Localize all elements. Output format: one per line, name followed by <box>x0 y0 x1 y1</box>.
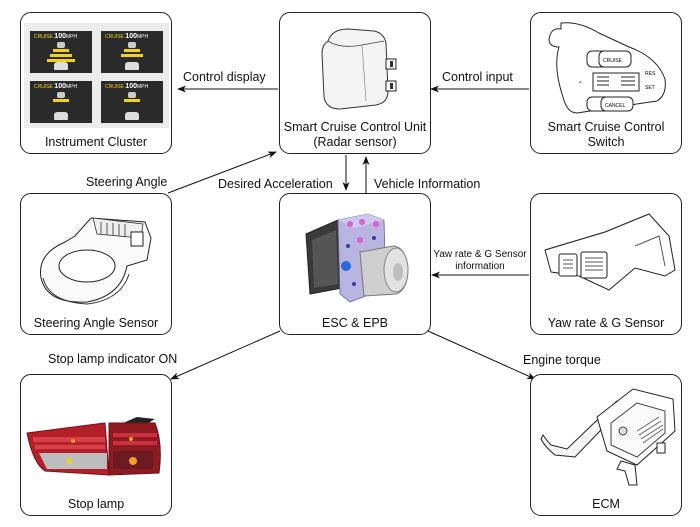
ecm-caption: ECM <box>592 497 620 511</box>
yaw-sensor-caption: Yaw rate & G Sensor <box>547 316 665 330</box>
distance-bar <box>47 59 75 62</box>
label-control-input: Control input <box>442 70 513 84</box>
distance-bar <box>53 49 69 52</box>
label-control-display: Control display <box>183 70 266 84</box>
stop-lamp-icon <box>26 417 161 476</box>
label-yaw-info-line1: Yaw rate & G Sensor <box>433 249 527 260</box>
instrument-cluster-image: CRUISE 100MPH CRUISE 100MPH CRUISE 100MPH C… <box>24 23 169 128</box>
instrument-cluster-caption: Instrument Cluster <box>44 135 148 149</box>
esc-epb-caption: ESC & EPB <box>322 316 388 330</box>
arrow-stop-lamp <box>170 330 281 380</box>
label-yaw-info: Yaw rate & G Sensor information <box>432 249 528 273</box>
distance-bar <box>124 49 140 52</box>
steering-angle-sensor-caption: Steering Angle Sensor <box>33 316 159 330</box>
arrow-engine-torque <box>427 330 536 380</box>
cluster-screen: CRUISE 100MPH <box>30 81 92 123</box>
cruise-button-text: CRUISE <box>603 58 623 64</box>
scc-switch-caption-line1: Smart Cruise Control <box>547 120 665 134</box>
arrow-steering-angle <box>167 151 277 194</box>
car-icon <box>54 112 68 120</box>
cruise-switch-icon: CRUISE CANCEL RES SET ▵ <box>548 22 666 114</box>
esc-epb-box[interactable]: ESC & EPB <box>279 193 431 335</box>
distance-bar <box>124 99 140 102</box>
res-text: RES <box>645 71 656 77</box>
cluster-screen: CRUISE 100MPH <box>101 31 163 73</box>
lead-car-icon <box>128 92 136 98</box>
steering-angle-sensor-box[interactable]: Steering Angle Sensor <box>20 193 172 335</box>
stop-lamp-caption: Stop lamp <box>67 497 125 511</box>
svg-text:▵: ▵ <box>579 79 582 85</box>
car-icon <box>125 62 139 70</box>
cluster-speed-readout: CRUISE 100MPH <box>34 33 78 40</box>
cluster-speed-readout: CRUISE 100MPH <box>105 33 149 40</box>
scc-unit-caption-line2: (Radar sensor) <box>313 135 397 149</box>
lead-car-icon <box>128 42 136 48</box>
label-desired-acceleration: Desired Acceleration <box>218 177 333 191</box>
ecm-icon <box>540 388 676 486</box>
set-text: SET <box>645 85 655 91</box>
distance-bar <box>50 54 72 57</box>
cluster-speed-readout: CRUISE 100MPH <box>34 83 78 90</box>
label-engine-torque: Engine torque <box>523 353 601 367</box>
distance-bar <box>53 99 69 102</box>
yaw-g-sensor-icon <box>544 213 676 291</box>
instrument-cluster-box[interactable]: CRUISE 100MPH CRUISE 100MPH CRUISE 100MPH C… <box>20 12 172 154</box>
label-vehicle-information: Vehicle Information <box>374 177 481 191</box>
label-steering-angle: Steering Angle <box>86 175 168 189</box>
ecm-box[interactable]: ECM <box>530 374 682 516</box>
label-yaw-info-line2: information <box>455 261 505 272</box>
yaw-sensor-box[interactable]: Yaw rate & G Sensor <box>530 193 682 335</box>
lead-car-icon <box>57 42 65 48</box>
distance-bar <box>121 54 143 57</box>
esc-hydraulic-unit-icon <box>305 213 409 303</box>
cluster-screen: CRUISE 100MPH <box>30 31 92 73</box>
scc-switch-caption-line2: Switch <box>587 135 625 149</box>
cluster-speed-readout: CRUISE 100MPH <box>105 83 149 90</box>
car-icon <box>54 62 68 70</box>
scc-unit-box[interactable]: Smart Cruise Control Unit (Radar sensor) <box>279 12 431 154</box>
scc-switch-box[interactable]: CRUISE CANCEL RES SET ▵ Smart Cruise Con… <box>530 12 682 154</box>
radar-sensor-icon <box>321 28 397 110</box>
cancel-button-text: CANCEL <box>605 103 626 109</box>
label-stop-lamp-on: Stop lamp indicator ON <box>48 352 178 366</box>
lead-car-icon <box>57 92 65 98</box>
cluster-screen: CRUISE 100MPH <box>101 81 163 123</box>
steering-angle-sensor-icon <box>40 217 152 305</box>
car-icon <box>125 112 139 120</box>
scc-unit-caption-line1: Smart Cruise Control Unit <box>283 120 427 134</box>
stop-lamp-box[interactable]: Stop lamp <box>20 374 172 516</box>
